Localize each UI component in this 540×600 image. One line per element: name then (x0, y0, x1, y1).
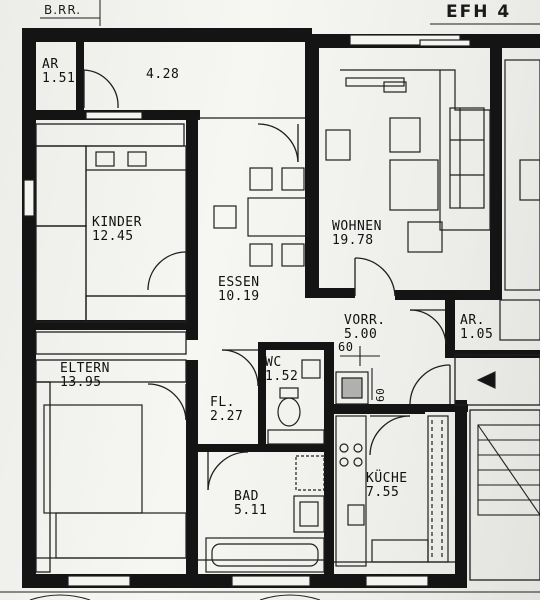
room-name: WOHNEN (332, 219, 382, 234)
room-name: VORR. (344, 313, 386, 328)
room-vorr: VORR.5.00 (344, 314, 386, 342)
neighbor-unit (499, 59, 540, 341)
room-fl: FL.2.27 (210, 396, 243, 424)
furniture-kueche (335, 371, 449, 567)
room-name: BAD (234, 489, 259, 504)
room-area: 1.05 (460, 327, 494, 342)
furniture-bad (205, 455, 325, 573)
room-area: 1.51 (42, 71, 76, 86)
dimension-lines (340, 346, 380, 400)
header-right-label: EFH 4 (446, 2, 512, 22)
room-area: 2.27 (210, 409, 244, 424)
room-name: FL. (210, 395, 235, 410)
room-area: 5.11 (234, 503, 268, 518)
room-name: WC (265, 355, 282, 370)
staircase (476, 371, 540, 516)
room-ar-right: AR.1.05 (460, 314, 493, 342)
room-name: AR (42, 57, 59, 72)
dimension-vertical: 60 (374, 387, 387, 402)
furniture-eltern (43, 404, 187, 559)
room-name: ESSEN (218, 275, 260, 290)
header-left-label: B.RR. (44, 3, 82, 17)
room-name: AR. (460, 313, 485, 328)
room-area: 4.28 (146, 67, 180, 82)
room-area: 10.19 (218, 289, 260, 304)
furniture-essen (213, 167, 309, 267)
room-area: 13.95 (60, 375, 102, 390)
header-lines (40, 0, 540, 26)
room-area: 7.55 (366, 485, 400, 500)
room-name: KINDER (92, 215, 142, 230)
dimension-horizontal: 60 (338, 340, 354, 354)
furniture-wohnen (325, 69, 491, 253)
room-area: 19.78 (332, 233, 374, 248)
room-name: KÜCHE (366, 471, 408, 486)
windows (23, 34, 471, 587)
room-area: 5.00 (344, 327, 378, 342)
page-edge-bottom (0, 591, 540, 600)
room-flur-top: 4.28 (146, 68, 179, 82)
room-area: 12.45 (92, 229, 134, 244)
room-area: 1.52 (265, 369, 299, 384)
doors (83, 69, 451, 491)
furniture-wc (267, 359, 325, 445)
furniture-kinder (85, 145, 187, 297)
room-name: ELTERN (60, 361, 110, 376)
